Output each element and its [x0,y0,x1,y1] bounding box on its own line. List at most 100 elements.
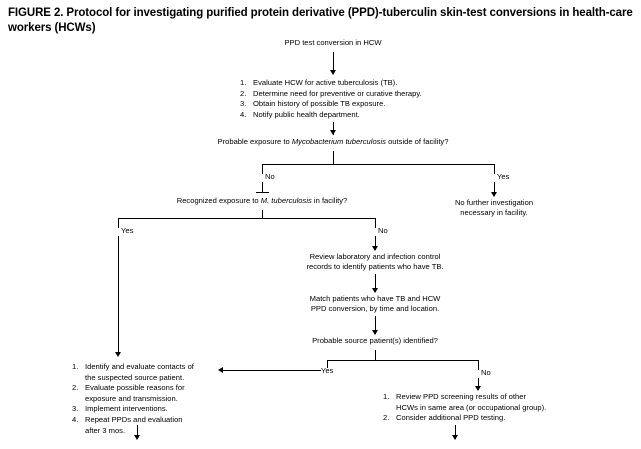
arrowhead-start-to-steps [330,70,336,75]
connector-decision-outside-bus [262,164,494,165]
connector-source-decision-bus [327,360,478,361]
list-item: 4. Repeat PPDs and evaluation after 3 mo… [72,415,227,436]
decision-recognized-exposure-facility: Recognized exposure to M. tuberculosis i… [177,196,348,206]
list-item-line-2: the suspected source patient. [85,372,185,382]
arrowhead-steps-to-decision-outside [330,130,336,135]
list-item-number: 2. [240,88,247,98]
list-item: 2. Determine need for preventive or cura… [240,89,480,100]
list-item-number: 4. [72,414,79,424]
review-records-node: Review laboratory and infection control … [306,252,443,272]
list-item-line-1: Consider additional PPD testing. [396,413,506,423]
connector-source-no-drop [478,360,479,370]
no-further-investigation-node: No further investigation necessary in fa… [455,198,533,218]
list-item-line-2: after 3 mos. [85,425,126,435]
connector-decision-outside-no-drop [262,164,263,174]
branch-label-outside-yes: Yes [497,172,510,181]
arrowhead-source-yes-to-actions [218,367,223,373]
arrowhead-outside-yes [491,192,497,197]
review-records-line-1: Review laboratory and infection control [309,252,441,261]
decision-source-patient-identified: Probable source patient(s) identified? [312,336,438,345]
list-item-number: 3. [72,404,79,414]
list-item-line-2: HCWs in same area (or occupational group… [396,402,547,412]
list-item-text: Evaluate HCW for active tuberculosis (TB… [253,78,398,87]
terminator-outside-no [256,192,269,193]
connector-steps-to-decision-outside [333,122,334,135]
list-item: 4. Notify public health department. [240,110,480,121]
list-item-number: 3. [240,99,247,109]
arrowhead-source-identified-exit [134,435,140,440]
list-item: 1. Evaluate HCW for active tuberculosis … [240,78,480,89]
figure-title: FIGURE 2. Protocol for investigating pur… [8,7,633,34]
arrowhead-facility-yes [115,352,121,357]
list-item-line-1: Implement interventions. [85,404,168,414]
list-item-number: 1. [383,392,390,401]
connector-decision-facility-bus [118,218,376,219]
list-item: 3. Implement interventions. [72,404,227,415]
connector-facility-yes-drop [118,218,119,228]
arrowhead-source-no [475,386,481,391]
list-item: 2. Consider additional PPD testing. [383,413,603,424]
list-item-text: Repeat PPDs and evaluation after 3 mos. [85,415,227,436]
list-item-line-1: Evaluate possible reasons for [85,383,185,393]
list-item: 2. Evaluate possible reasons for exposur… [72,383,227,404]
connector-match-to-source-decision [375,316,376,334]
connector-decision-outside-stem [333,151,334,164]
decision-exposure-outside-facility: Probable exposure to Mycobacterium tuber… [218,137,449,147]
list-item-line-2: exposure and transmission. [85,393,178,403]
branch-label-facility-yes: Yes [121,226,134,235]
connector-outside-yes-down [494,182,495,196]
list-item-number: 4. [240,109,247,119]
match-patients-line-2: PPD conversion, by time and location. [310,304,440,313]
connector-source-identified-exit [137,425,138,439]
list-item: 3. Obtain history of possible TB exposur… [240,99,480,110]
connector-outside-no-down [262,182,263,193]
no-further-line-2: necessary in facility. [460,208,528,217]
initial-steps-list: 1. Evaluate HCW for active tuberculosis … [240,78,480,120]
decision-text-prefix: Probable exposure to [217,137,292,146]
list-item-text: Consider additional PPD testing. [396,413,603,424]
connector-decision-outside-yes-drop [494,164,495,174]
arrowhead-match-to-source-decision [372,330,378,335]
branch-label-source-yes: Yes [321,366,334,375]
decision-text-italic: M. tuberculosis [260,196,312,205]
list-item-text: Evaluate possible reasons for exposure a… [85,383,227,404]
match-patients-node: Match patients who have TB and HCW PPD c… [310,294,441,314]
connector-source-no-down [478,378,479,390]
source-identified-actions-list: 1. Identify and evaluate contacts of the… [72,362,227,436]
list-item-text: Review PPD screening results of other HC… [396,392,603,413]
branch-label-outside-no: No [265,172,275,181]
decision-text-italic: Mycobacterium tuberculosis [291,137,386,146]
list-item-text: Notify public health department. [253,109,360,119]
connector-source-not-identified-exit [455,425,456,439]
review-records-line-2: records to identify patients who have TB… [306,262,444,271]
list-item-number: 2. [383,413,390,423]
decision-text-prefix: Recognized exposure to [176,196,261,205]
branch-label-source-no: No [481,368,491,377]
list-item-line-1: Identify and evaluate contacts of [85,362,194,371]
list-item-line-1: Review PPD screening results of other [396,392,526,401]
no-further-line-1: No further investigation [454,198,534,207]
match-patients-line-1: Match patients who have TB and HCW [309,294,441,303]
connector-decision-facility-stem [262,210,263,219]
connector-facility-no-drop [375,218,376,228]
connector-source-yes-drop [327,360,328,368]
list-item-number: 1. [240,78,247,87]
list-item-line-1: Repeat PPDs and evaluation [85,414,183,424]
list-item-text: Obtain history of possible TB exposure. [253,99,386,109]
decision-text-suffix: in facility? [311,196,348,205]
connector-facility-no-down [375,236,376,250]
list-item-text: Identify and evaluate contacts of the su… [85,362,227,383]
arrowhead-review-to-match [372,288,378,293]
list-item-text: Determine need for preventive or curativ… [253,88,422,98]
connector-review-to-match [375,274,376,292]
branch-label-facility-no: No [378,226,388,235]
source-not-identified-actions-list: 1. Review PPD screening results of other… [383,392,603,424]
list-item: 1. Review PPD screening results of other… [383,392,603,413]
decision-text-suffix: outside of facility? [385,137,449,146]
arrowhead-source-not-identified-exit [452,435,458,440]
connector-source-yes-to-actions [222,370,321,371]
list-item: 1. Identify and evaluate contacts of the… [72,362,227,383]
list-item-number: 2. [72,383,79,393]
connector-facility-yes-long-down [118,236,119,354]
